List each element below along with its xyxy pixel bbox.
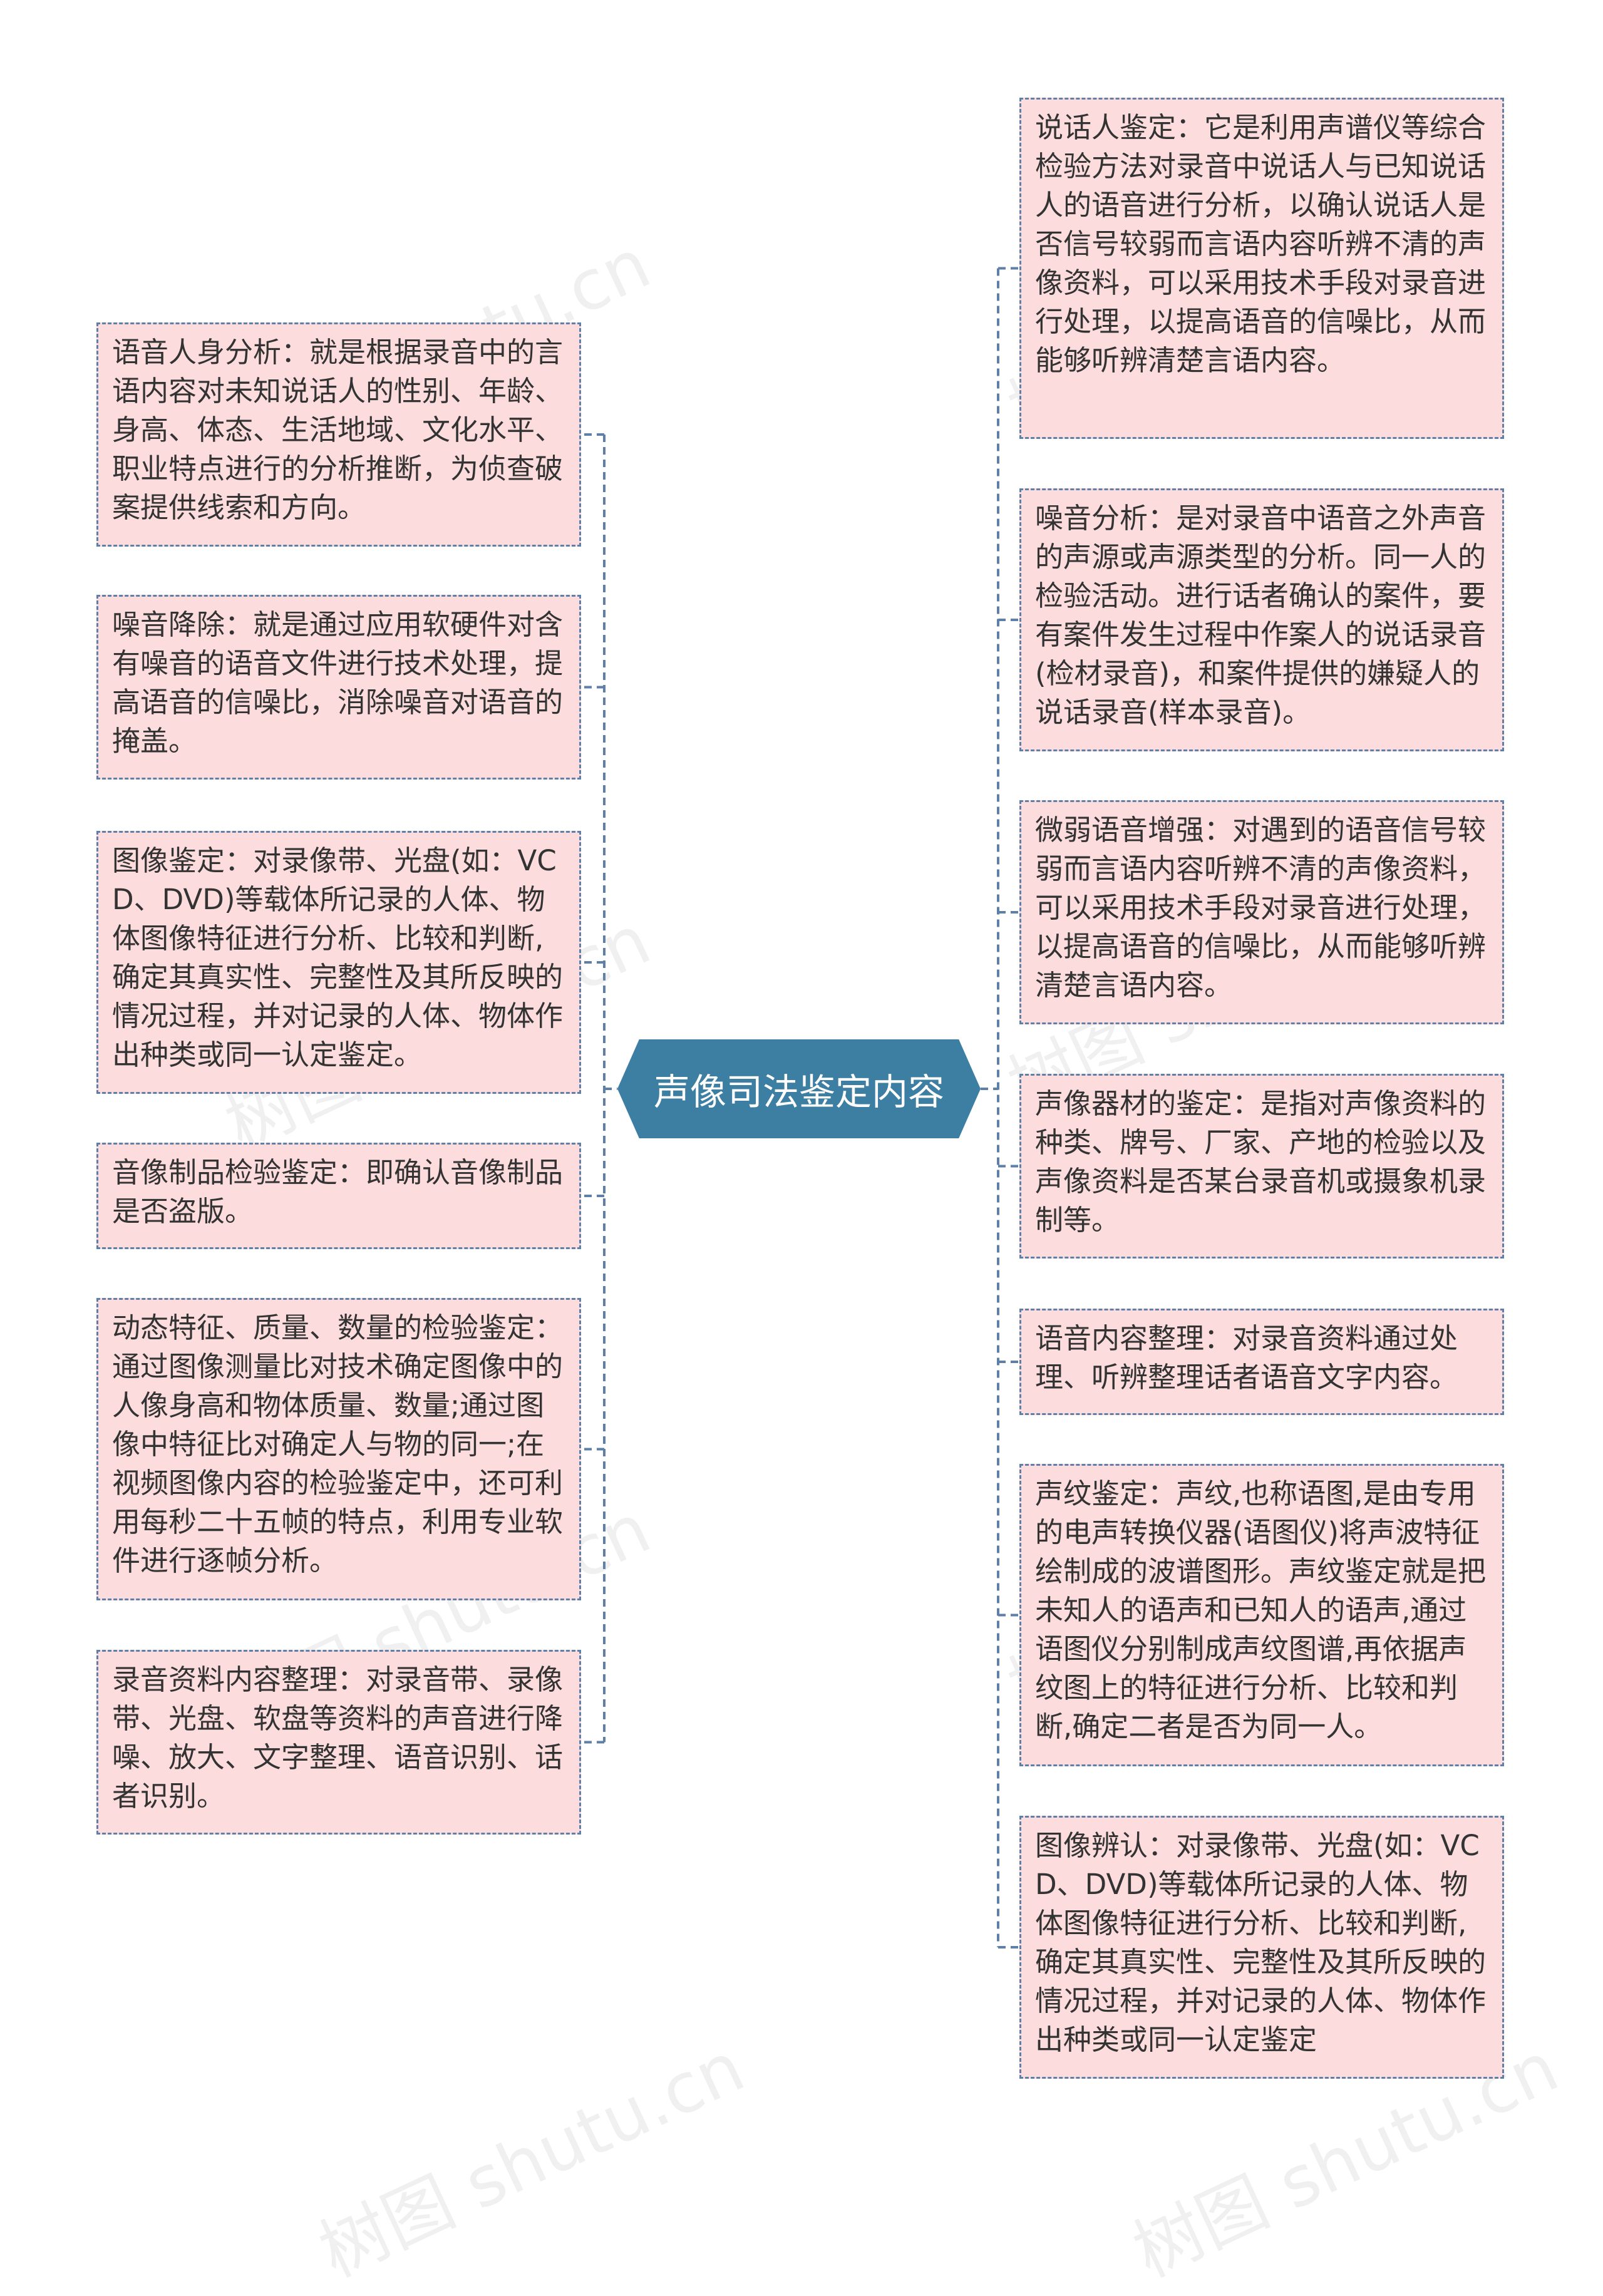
left-node[interactable]: 语音人身分析：就是根据录音中的言语内容对未知说话人的性别、年龄、身高、体态、生活… (96, 322, 581, 547)
left-node[interactable]: 图像鉴定：对录像带、光盘(如：VCD、DVD)等载体所记录的人体、物体图像特征进… (96, 831, 581, 1094)
right-node[interactable]: 噪音分析：是对录音中语音之外声音的声源或声源类型的分析。同一人的检验活动。进行话… (1019, 488, 1504, 751)
right-node[interactable]: 语音内容整理：对录音资料通过处理、听辨整理话者语音文字内容。 (1019, 1309, 1504, 1415)
left-node[interactable]: 音像制品检验鉴定：即确认音像制品是否盗版。 (96, 1143, 581, 1249)
connector-layer (581, 267, 1019, 1949)
right-node[interactable]: 说话人鉴定：它是利用声谱仪等综合检验方法对录音中说话人与已知说话人的语音进行分析… (1019, 98, 1504, 439)
right-node[interactable]: 图像辨认：对录像带、光盘(如：VCD、DVD)等载体所记录的人体、物体图像特征进… (1019, 1816, 1504, 2079)
right-node[interactable]: 声像器材的鉴定：是指对声像资料的种类、牌号、厂家、产地的检验以及声像资料是否某台… (1019, 1074, 1504, 1259)
right-node[interactable]: 声纹鉴定：声纹,也称语图,是由专用的电声转换仪器(语图仪)将声波特征绘制成的波谱… (1019, 1464, 1504, 1766)
right-node[interactable]: 微弱语音增强：对遇到的语音信号较弱而言语内容听辨不清的声像资料，可以采用技术手段… (1019, 800, 1504, 1024)
left-node[interactable]: 录音资料内容整理：对录音带、录像带、光盘、软盘等资料的声音进行降噪、放大、文字整… (96, 1650, 581, 1835)
left-node[interactable]: 噪音降除：就是通过应用软硬件对含有噪音的语音文件进行技术处理，提高语音的信噪比，… (96, 595, 581, 780)
left-node[interactable]: 动态特征、质量、数量的检验鉴定：通过图像测量比对技术确定图像中的人像身高和物体质… (96, 1298, 581, 1600)
central-topic[interactable]: 声像司法鉴定内容 (617, 1039, 981, 1138)
